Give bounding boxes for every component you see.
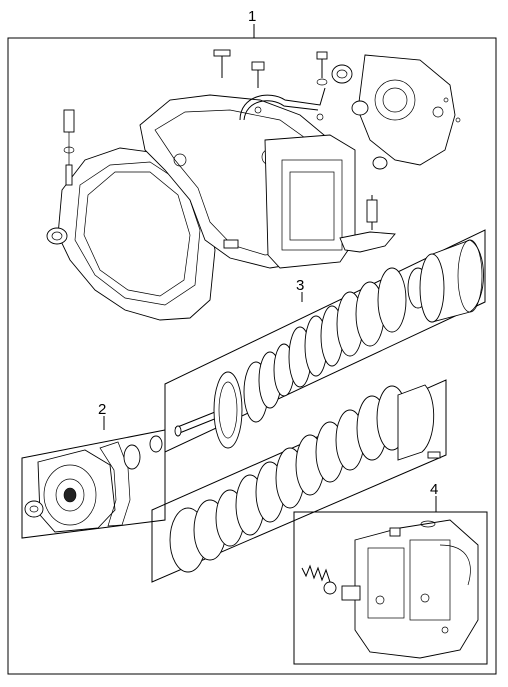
clutch-pack-frame-3 <box>164 229 486 453</box>
valve-body-frame-4 <box>293 511 488 665</box>
oil-pump-frame-2 <box>21 429 166 539</box>
transmission-case-group <box>46 49 461 321</box>
oil-pump-2 <box>24 435 163 533</box>
kit-outer-frame <box>7 37 497 675</box>
callout-label-1: 1 <box>248 8 256 25</box>
callout-label-2: 2 <box>98 401 106 418</box>
callout-label-3: 3 <box>296 277 304 294</box>
clutch-pack-lower <box>169 384 441 573</box>
clutch-pack-3 <box>174 239 484 449</box>
valve-body-4 <box>301 519 479 659</box>
callout-label-4: 4 <box>430 481 438 498</box>
